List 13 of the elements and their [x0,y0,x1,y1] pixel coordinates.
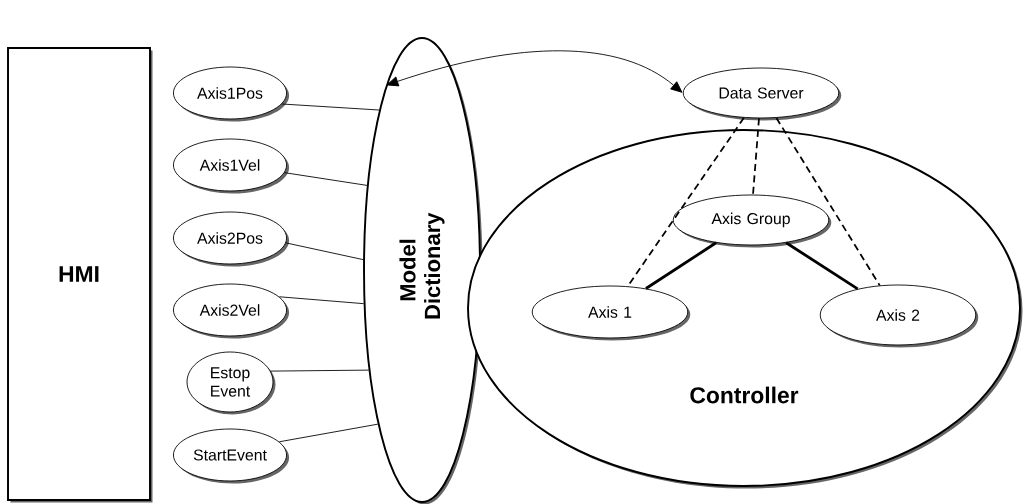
connector [278,296,365,305]
connector [645,241,717,290]
node-label: Controller [690,386,799,404]
connector [284,172,368,186]
connector [281,103,380,111]
connector [785,241,859,291]
connector [775,117,881,287]
hmi-box: HMI [7,47,153,503]
connector [752,117,760,196]
connector [285,242,364,261]
connector [278,423,379,443]
connector [270,369,370,372]
connector [386,50,683,93]
